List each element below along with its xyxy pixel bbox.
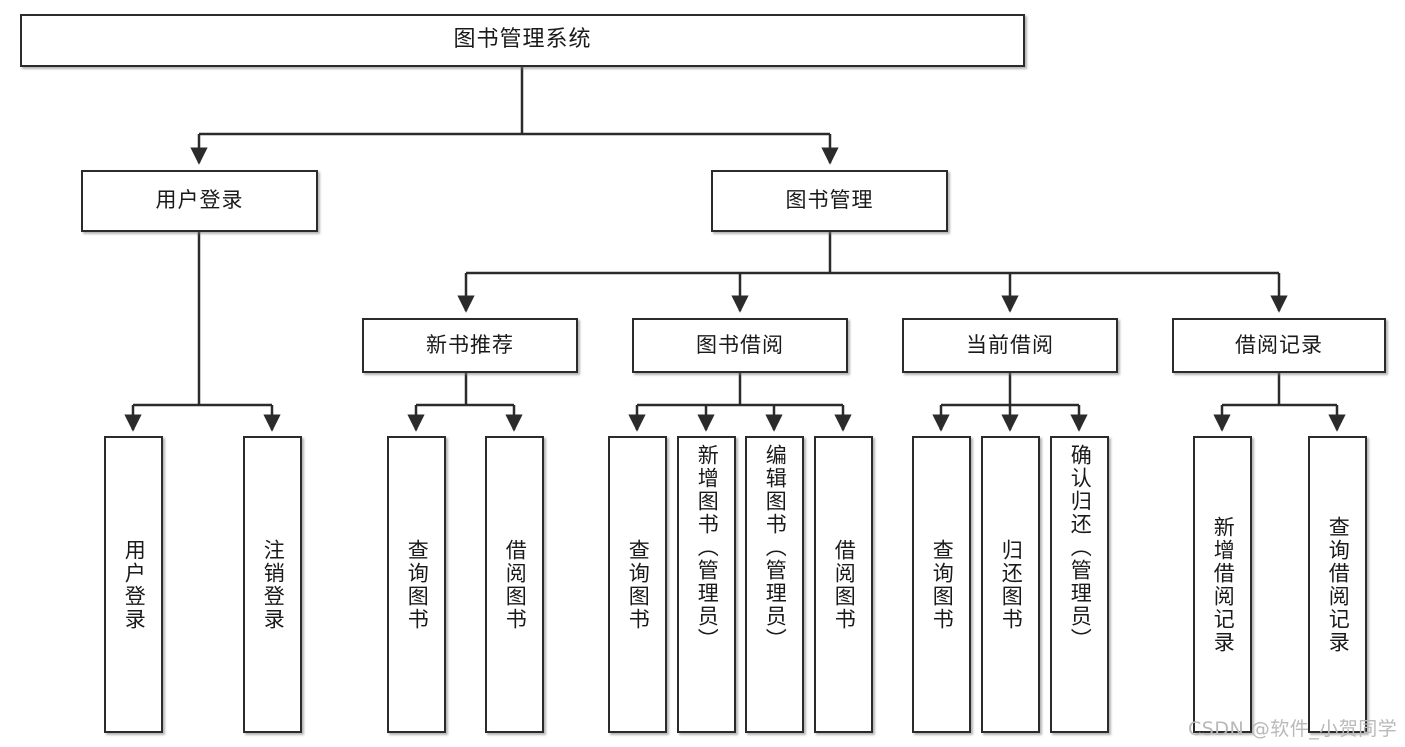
node-current-borrow[interactable]: 当前借阅 bbox=[902, 318, 1118, 373]
node-root-label: 图书管理系统 bbox=[453, 27, 592, 53]
leaf-bookborrow-edit-book[interactable]: 编辑图书（管理员） bbox=[745, 436, 804, 733]
leaf-currentborrow-query-book[interactable]: 查询图书 bbox=[912, 436, 971, 733]
node-user-login-label: 用户登录 bbox=[155, 188, 244, 213]
leaf-bookborrow-edit-book-label: 编辑图书（管理员） bbox=[763, 444, 788, 651]
leaf-user-login-label: 用户登录 bbox=[122, 538, 147, 631]
leaf-borrowrecord-query-record[interactable]: 查询借阅记录 bbox=[1308, 436, 1367, 733]
leaf-currentborrow-query-book-label: 查询图书 bbox=[930, 538, 955, 631]
node-book-borrow-label: 图书借阅 bbox=[696, 332, 784, 357]
node-borrow-record[interactable]: 借阅记录 bbox=[1172, 318, 1386, 373]
leaf-logout[interactable]: 注销登录 bbox=[243, 436, 302, 733]
node-new-book-recommend-label: 新书推荐 bbox=[426, 332, 514, 357]
leaf-logout-label: 注销登录 bbox=[261, 538, 286, 631]
leaf-newbook-borrow-book-label: 借阅图书 bbox=[503, 538, 528, 631]
leaf-currentborrow-return-book[interactable]: 归还图书 bbox=[981, 436, 1040, 733]
node-current-borrow-label: 当前借阅 bbox=[966, 332, 1054, 357]
leaf-newbook-query-book-label: 查询图书 bbox=[405, 538, 430, 631]
leaf-borrowrecord-add-record[interactable]: 新增借阅记录 bbox=[1193, 436, 1252, 733]
leaf-bookborrow-query-book[interactable]: 查询图书 bbox=[608, 436, 667, 733]
leaf-bookborrow-borrow-book[interactable]: 借阅图书 bbox=[814, 436, 873, 733]
leaf-currentborrow-confirm-return[interactable]: 确认归还（管理员） bbox=[1050, 436, 1109, 733]
node-book-manage[interactable]: 图书管理 bbox=[711, 170, 948, 232]
leaf-currentborrow-confirm-return-label: 确认归还（管理员） bbox=[1068, 444, 1093, 651]
leaf-newbook-query-book[interactable]: 查询图书 bbox=[387, 436, 446, 733]
leaf-user-login[interactable]: 用户登录 bbox=[104, 436, 163, 733]
leaf-bookborrow-add-book-label: 新增图书（管理员） bbox=[695, 444, 720, 651]
node-root[interactable]: 图书管理系统 bbox=[20, 14, 1025, 67]
node-new-book-recommend[interactable]: 新书推荐 bbox=[362, 318, 578, 373]
leaf-bookborrow-borrow-book-label: 借阅图书 bbox=[832, 538, 857, 631]
node-book-manage-label: 图书管理 bbox=[785, 188, 874, 213]
leaf-bookborrow-query-book-label: 查询图书 bbox=[626, 538, 651, 631]
leaf-borrowrecord-add-record-label: 新增借阅记录 bbox=[1211, 515, 1236, 654]
leaf-newbook-borrow-book[interactable]: 借阅图书 bbox=[485, 436, 544, 733]
leaf-currentborrow-return-book-label: 归还图书 bbox=[999, 538, 1024, 631]
csdn-watermark: CSDN @软件_小贺同学 bbox=[1188, 718, 1398, 740]
node-user-login[interactable]: 用户登录 bbox=[81, 170, 318, 232]
node-borrow-record-label: 借阅记录 bbox=[1235, 332, 1323, 357]
node-book-borrow[interactable]: 图书借阅 bbox=[632, 318, 848, 373]
leaf-borrowrecord-query-record-label: 查询借阅记录 bbox=[1326, 515, 1351, 654]
leaf-bookborrow-add-book[interactable]: 新增图书（管理员） bbox=[677, 436, 736, 733]
